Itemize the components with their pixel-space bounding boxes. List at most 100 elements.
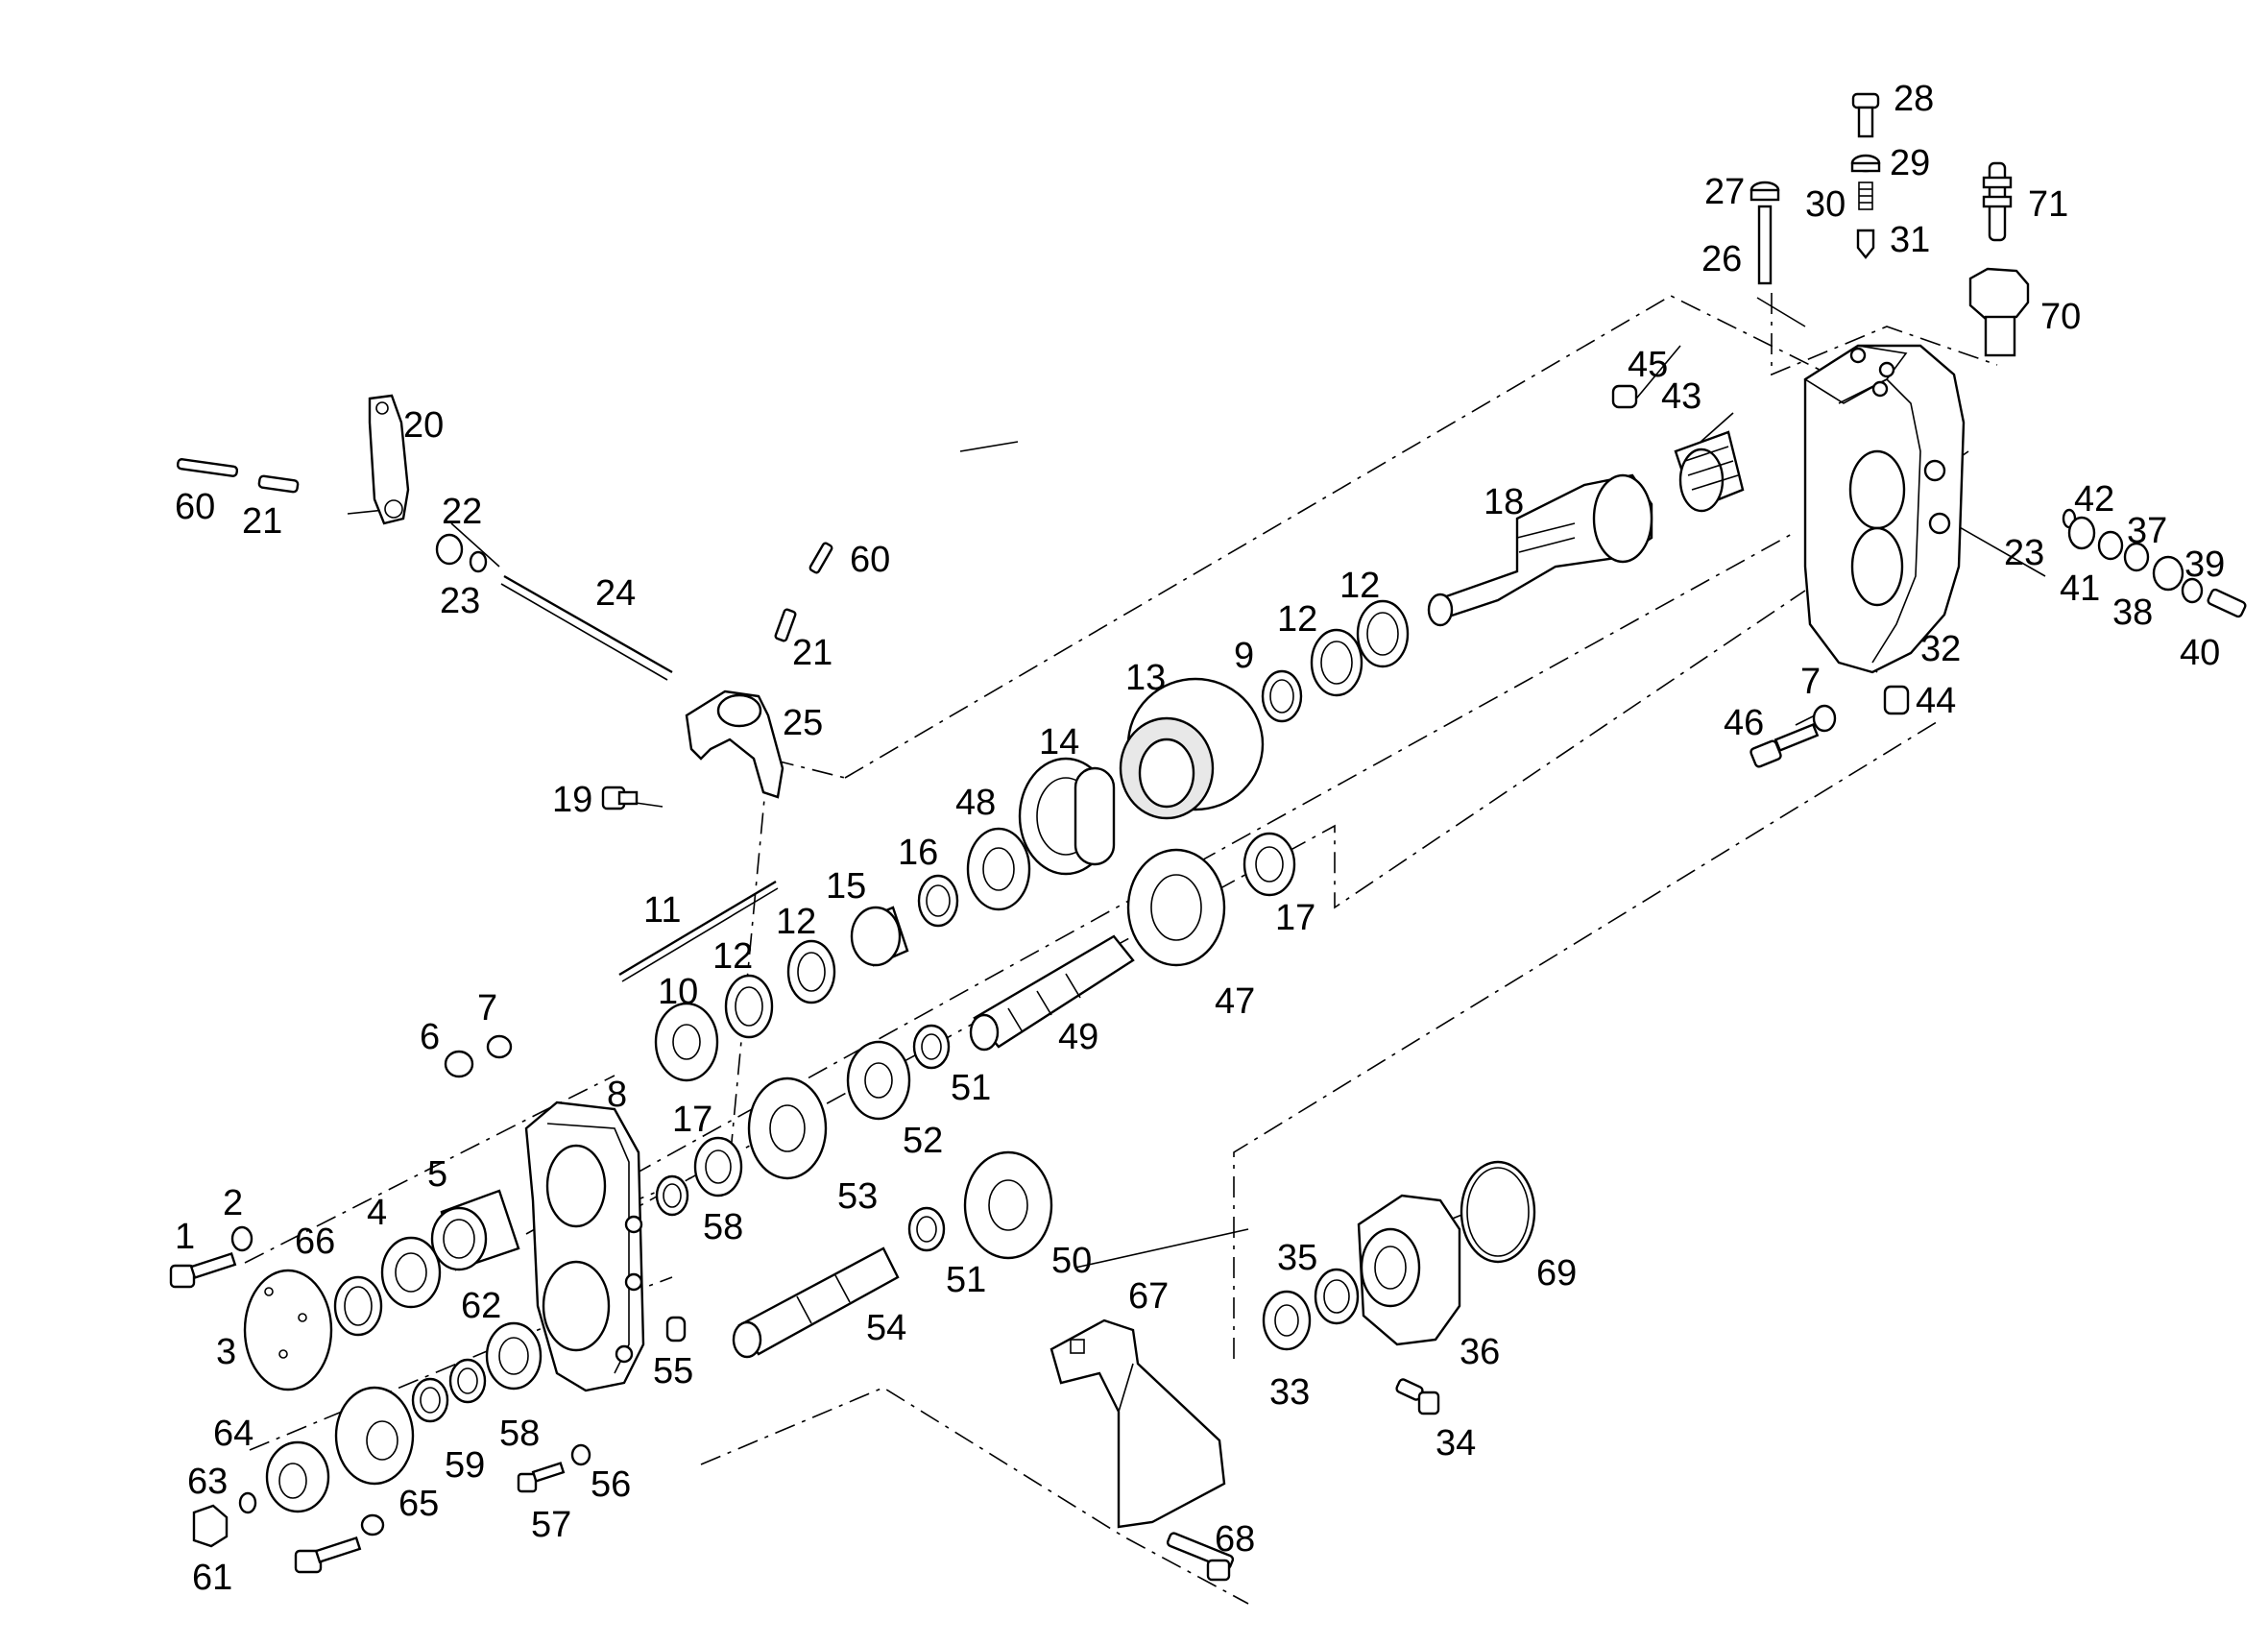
callout-45: 45 — [1628, 345, 1668, 385]
flange-part-65 — [334, 1386, 415, 1486]
small-parts-23-to-40 — [2062, 508, 2247, 618]
screw-part-19 — [601, 786, 639, 810]
nut-part-61 — [192, 1504, 229, 1548]
callout-16: 16 — [898, 833, 938, 873]
callout-71: 71 — [2028, 184, 2068, 225]
callout-12-c: 12 — [1277, 599, 1317, 640]
callout-12-a: 12 — [712, 936, 753, 977]
bolt-part-28 — [1851, 92, 1880, 138]
callout-39: 39 — [2184, 544, 2225, 585]
callout-32: 32 — [1920, 629, 1961, 669]
callout-44: 44 — [1916, 681, 1956, 721]
housing-part-32 — [1803, 344, 1966, 674]
flange-part-36 — [1357, 1194, 1461, 1346]
callout-10: 10 — [658, 972, 698, 1012]
callout-57: 57 — [531, 1505, 571, 1545]
washer-part-22 — [435, 533, 464, 566]
callout-68: 68 — [1215, 1519, 1255, 1560]
assembly-line-lower — [1233, 719, 1941, 1359]
rod-part-11 — [618, 880, 779, 982]
lever-part-20 — [368, 394, 410, 525]
o-ring-part-69 — [1460, 1160, 1536, 1264]
callout-37: 37 — [2127, 511, 2167, 551]
callout-23-left: 23 — [440, 581, 480, 621]
fitting-part-70 — [1968, 267, 2030, 357]
gear-part-10 — [654, 1002, 719, 1082]
callout-60-middle: 60 — [850, 540, 890, 580]
washer-part-2-upper — [230, 1225, 253, 1252]
pin-part-21-middle — [774, 608, 797, 642]
nut-part-6 — [444, 1050, 474, 1078]
callout-62: 62 — [461, 1286, 501, 1326]
callout-28: 28 — [1894, 79, 1934, 119]
callout-13: 13 — [1125, 658, 1166, 698]
callout-27: 27 — [1704, 172, 1745, 212]
stud-part-26 — [1757, 205, 1773, 285]
shaft-part-49 — [969, 934, 1135, 1052]
assembly-line-housing-top — [1771, 293, 1998, 376]
bearing-part-33 — [1262, 1290, 1312, 1351]
washer-part-7-right — [1812, 704, 1837, 733]
ring-part-58-upper — [655, 1174, 689, 1217]
callout-34: 34 — [1436, 1423, 1476, 1464]
callout-29: 29 — [1890, 143, 1930, 183]
bearing-part-5 — [430, 1189, 520, 1271]
callout-51-lower: 51 — [946, 1260, 986, 1300]
plug-part-34 — [1395, 1378, 1440, 1415]
callout-1-upper: 1 — [175, 1217, 195, 1257]
callout-24: 24 — [595, 573, 636, 614]
callout-65: 65 — [398, 1484, 439, 1524]
needle-bearing-part-12-a — [1356, 599, 1410, 668]
callout-63: 63 — [187, 1462, 228, 1502]
callout-46: 46 — [1724, 703, 1764, 743]
needle-bearing-part-12-b — [1310, 628, 1363, 697]
bolt-part-1-lower — [294, 1536, 362, 1574]
callout-56: 56 — [591, 1464, 631, 1505]
callout-66: 66 — [295, 1222, 335, 1262]
bearing-part-62 — [485, 1321, 543, 1391]
washer-part-56 — [570, 1443, 591, 1466]
callout-43: 43 — [1661, 376, 1701, 417]
callout-59: 59 — [445, 1445, 485, 1486]
needle-bearing-part-12-d — [724, 974, 774, 1039]
callout-40: 40 — [2180, 633, 2220, 673]
callout-26: 26 — [1701, 239, 1742, 279]
callout-31: 31 — [1890, 220, 1930, 260]
assembly-line-shaft54 — [700, 1387, 1249, 1605]
callout-52: 52 — [903, 1121, 943, 1161]
callout-42: 42 — [2074, 479, 2114, 520]
needle-bearing-part-12-c — [786, 939, 836, 1004]
shaft-part-54 — [732, 1246, 900, 1359]
callout-8: 8 — [607, 1075, 627, 1115]
callout-17-lower: 17 — [672, 1100, 712, 1140]
dowel-part-55 — [665, 1316, 687, 1343]
callout-7-right: 7 — [1800, 662, 1821, 702]
callout-53: 53 — [837, 1176, 878, 1217]
callout-36: 36 — [1460, 1332, 1500, 1372]
cover-plate-part-3 — [243, 1269, 333, 1391]
callout-41: 41 — [2060, 568, 2100, 609]
callout-49: 49 — [1058, 1017, 1098, 1057]
ring-part-51-lower — [907, 1206, 946, 1252]
bolt-part-68 — [1166, 1532, 1235, 1582]
synchro-ring-part-14 — [1018, 757, 1116, 876]
callout-labels: 3 4 5 6 7 7 8 9 10 11 12 12 12 12 13 14 … — [175, 79, 2225, 1598]
plug-part-45 — [1611, 384, 1638, 409]
assembly-line-top — [844, 295, 1830, 779]
seal-part-66 — [333, 1275, 383, 1337]
callout-9: 9 — [1234, 636, 1254, 676]
gear-part-52 — [846, 1040, 911, 1121]
callout-33: 33 — [1269, 1372, 1310, 1413]
shift-fork-part-25 — [685, 689, 784, 799]
callout-35: 35 — [1277, 1238, 1317, 1278]
plug-part-44 — [1883, 685, 1910, 715]
callout-30: 30 — [1805, 184, 1846, 225]
ring-part-23-left — [469, 550, 488, 573]
bearing-part-17-lower — [693, 1136, 743, 1197]
bearing-part-17-upper — [1243, 832, 1296, 897]
callout-70: 70 — [2040, 297, 2081, 337]
bushing-part-43 — [1674, 430, 1745, 513]
callout-11: 11 — [643, 890, 681, 931]
washer-part-7-left — [486, 1034, 513, 1059]
